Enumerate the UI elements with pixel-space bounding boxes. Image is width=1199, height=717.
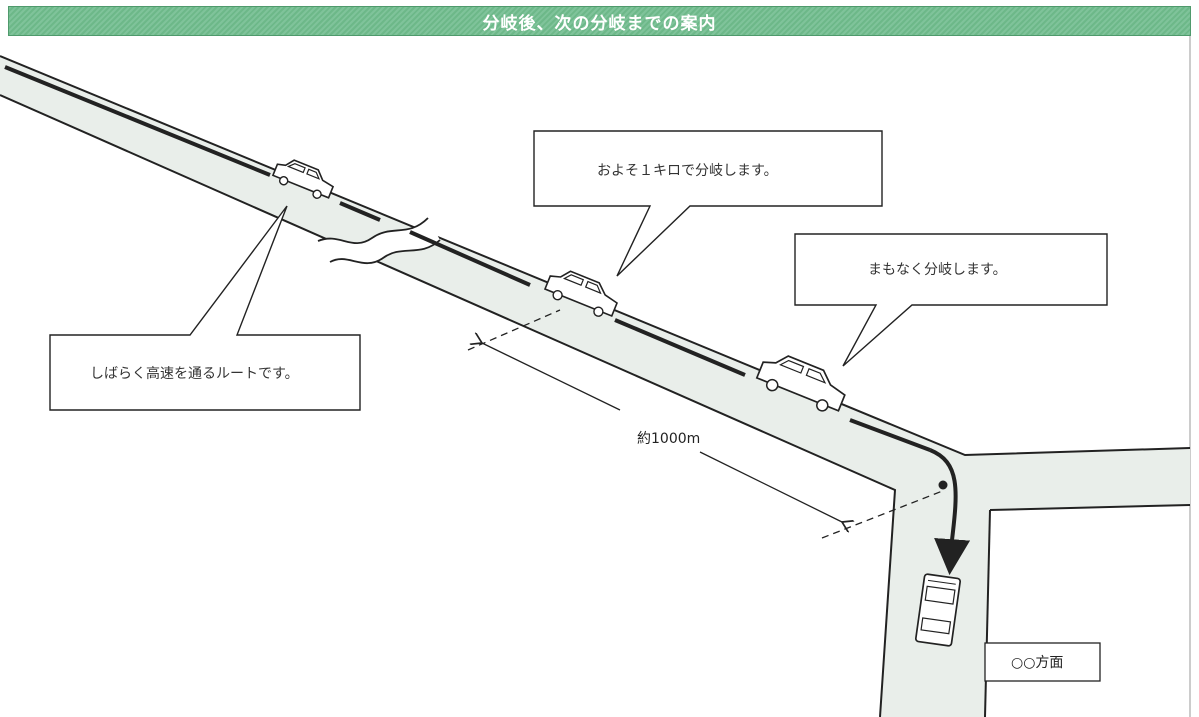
bubble-soon-text: まもなく分岐します。: [868, 262, 1007, 278]
destination-sign: ○○方面: [984, 642, 1101, 682]
bubble-one-km-text: およそ１キロで分岐します。: [597, 163, 778, 179]
branch-point-dot: [938, 480, 948, 490]
branch-route-arrow: [929, 448, 971, 576]
distance-arrow-start: [482, 343, 621, 411]
bubble-one-km: およそ１キロで分岐します。: [533, 130, 883, 277]
distance-label: 約1000m: [637, 431, 700, 447]
car-2: [543, 270, 618, 318]
car-1: [271, 159, 335, 199]
title-bar: 分岐後、次の分岐までの案内: [8, 6, 1191, 36]
highway: [0, 55, 1191, 717]
page-title: 分岐後、次の分岐までの案内: [482, 13, 717, 34]
car-3: [755, 355, 846, 412]
distance-end-guide: [821, 489, 946, 539]
distance-arrow-end: [699, 451, 842, 522]
bubble-long-route-text: しばらく高速を通るルートです。: [90, 365, 299, 382]
destination-label: ○○方面: [1011, 655, 1063, 671]
bubble-soon: まもなく分岐します。: [794, 233, 1108, 367]
bubble-long-route: しばらく高速を通るルートです。: [49, 205, 361, 411]
lane-line: [4, 65, 931, 452]
car-4: [914, 573, 962, 647]
